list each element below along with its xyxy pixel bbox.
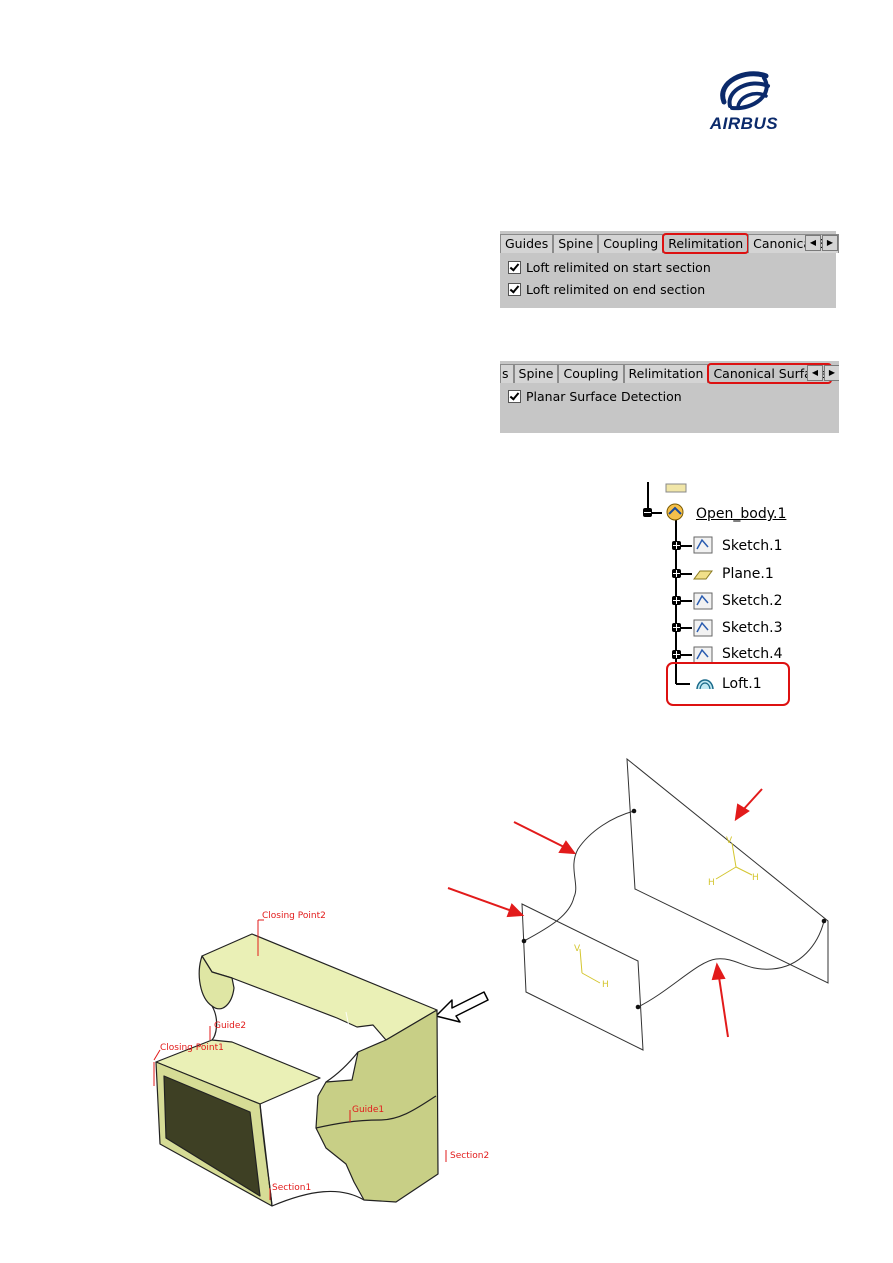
relimitation-panel: Guides Spine Coupling Relimitation Canon… xyxy=(500,231,840,308)
tree-node-sketch-2[interactable]: Sketch.2 xyxy=(722,593,783,609)
tab-coupling[interactable]: Coupling xyxy=(558,364,624,383)
axis-label-h: H xyxy=(752,873,759,883)
checkbox-start-section[interactable] xyxy=(508,261,521,274)
canonical-surface-panel: s Spine Coupling Relimitation Canonical … xyxy=(500,361,839,433)
expand-icon[interactable] xyxy=(672,650,681,659)
label-section2: Section2 xyxy=(450,1151,489,1161)
option-label: Loft relimited on end section xyxy=(526,282,706,297)
tab-coupling[interactable]: Coupling xyxy=(598,234,664,253)
tab-bar: Guides Spine Coupling Relimitation Canon… xyxy=(500,231,840,254)
airbus-swirl-icon xyxy=(720,71,770,111)
open-body-icon xyxy=(666,503,684,521)
loft-icon xyxy=(696,679,714,690)
plane-icon xyxy=(693,570,713,580)
tab-partial[interactable]: s xyxy=(500,364,514,383)
pointer-arrow xyxy=(513,821,567,849)
axis-triad-small xyxy=(579,948,601,984)
axis-triad-solid xyxy=(337,1011,367,1047)
scroll-right-icon[interactable]: ▶ xyxy=(822,235,838,251)
tree-node-open-body[interactable]: Open_body.1 xyxy=(696,506,787,522)
checkbox-end-section[interactable] xyxy=(508,283,521,296)
tab-canonical-surface[interactable]: Canonical Surface xyxy=(707,363,833,384)
tab-spine[interactable]: Spine xyxy=(553,234,599,253)
option-label: Loft relimited on start section xyxy=(526,260,711,275)
tree-node-sketch-1[interactable]: Sketch.1 xyxy=(722,538,783,554)
option-end-section[interactable]: Loft relimited on end section xyxy=(508,282,705,297)
guide-curve-bottom xyxy=(637,920,825,1008)
guide-curve-top xyxy=(523,810,635,942)
expand-icon[interactable] xyxy=(672,623,681,632)
collapse-icon[interactable] xyxy=(643,508,652,517)
label-closing-point1: Closing Point1 xyxy=(160,1043,224,1053)
expand-icon[interactable] xyxy=(672,569,681,578)
scroll-left-icon[interactable]: ◀ xyxy=(807,365,823,381)
label-guide2: Guide2 xyxy=(214,1021,246,1031)
pointer-arrow xyxy=(741,788,763,812)
label-closing-point2: Closing Point2 xyxy=(262,911,326,921)
tree-node-sketch-3[interactable]: Sketch.3 xyxy=(722,620,783,636)
axis-label-h: H xyxy=(708,878,715,888)
pointer-arrow xyxy=(447,887,513,912)
opening xyxy=(163,1075,261,1197)
label-guide1: Guide1 xyxy=(352,1105,384,1115)
checkbox-planar-detection[interactable] xyxy=(508,390,521,403)
tree-node-loft-1[interactable]: Loft.1 xyxy=(722,676,762,692)
axis-label-h: H xyxy=(602,980,609,990)
sketch-icon xyxy=(693,646,713,664)
tab-scroll: ◀ ▶ xyxy=(807,365,839,381)
direction-arrow-icon xyxy=(435,991,489,1023)
tab-relimitation[interactable]: Relimitation xyxy=(662,233,750,254)
label-section1: Section1 xyxy=(272,1183,311,1193)
option-start-section[interactable]: Loft relimited on start section xyxy=(508,260,711,275)
tab-guides[interactable]: Guides xyxy=(500,234,554,253)
sketch-icon xyxy=(693,592,713,610)
airbus-wordmark: AIRBUS xyxy=(709,114,779,133)
tree-node-plane-1[interactable]: Plane.1 xyxy=(722,566,774,582)
sketch-icon xyxy=(693,536,713,554)
tab-scroll: ◀ ▶ xyxy=(805,235,838,251)
loft-solid-view: Closing Point2 Closing Point1 Guide2 Gui… xyxy=(153,911,489,1207)
option-label: Planar Surface Detection xyxy=(526,389,682,404)
tree-node-sketch-4[interactable]: Sketch.4 xyxy=(722,646,783,662)
plane-small xyxy=(521,903,644,1051)
scroll-right-icon[interactable]: ▶ xyxy=(824,365,839,381)
tab-spine[interactable]: Spine xyxy=(513,364,559,383)
loft-highlight-box xyxy=(666,662,790,706)
axis-triad-large xyxy=(715,842,753,880)
pointer-arrow xyxy=(718,976,729,1038)
right-face xyxy=(315,1009,439,1203)
tab-bar: s Spine Coupling Relimitation Canonical … xyxy=(500,361,833,384)
specification-tree: Open_body.1 Sketch.1 Plane.1 Sketch.2 Sk… xyxy=(630,482,830,712)
wireframe-sketch-view: V H H V H xyxy=(447,757,829,1051)
axis-label-v: V xyxy=(574,944,581,954)
axis-label-v: V xyxy=(726,836,733,846)
guide-bump xyxy=(198,955,235,1010)
option-planar-detection[interactable]: Planar Surface Detection xyxy=(508,389,682,404)
tab-relimitation[interactable]: Relimitation xyxy=(623,364,709,383)
expand-icon[interactable] xyxy=(672,596,681,605)
expand-icon[interactable] xyxy=(672,541,681,550)
sketch-icon xyxy=(693,619,713,637)
scroll-left-icon[interactable]: ◀ xyxy=(805,235,821,251)
airbus-logo: AIRBUS xyxy=(694,64,794,138)
plane-large xyxy=(626,757,829,984)
